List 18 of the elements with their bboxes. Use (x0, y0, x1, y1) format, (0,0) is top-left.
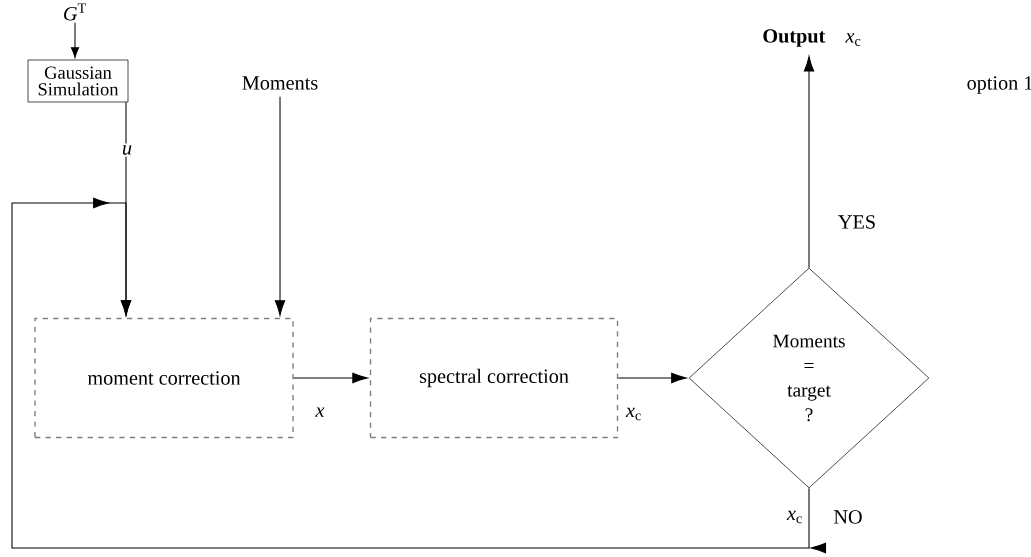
text-label: x$_{c}$ (786, 510, 802, 524)
edge-label: YES (836, 213, 878, 231)
dashed-process-box: moment correction (34, 317, 294, 439)
feedback-arrow (11, 197, 827, 554)
input-label: Moments (242, 76, 318, 90)
arrow (617, 372, 687, 384)
edge-label: NO (831, 508, 865, 526)
dashed-process-box: spectral correction (369, 317, 619, 439)
symbol-label: G$^{T}$ (64, 3, 86, 21)
arrow (274, 96, 286, 316)
output-label: Output x$_{c}$ (763, 29, 861, 47)
process-box: Gaussian Simulation (27, 59, 129, 103)
edge-label: u (120, 143, 134, 157)
arrow (803, 55, 815, 269)
arrow (293, 372, 368, 384)
arrow (70, 22, 80, 58)
edge-label: x$_{c}$ (624, 405, 644, 423)
edge-label: x (313, 405, 327, 419)
